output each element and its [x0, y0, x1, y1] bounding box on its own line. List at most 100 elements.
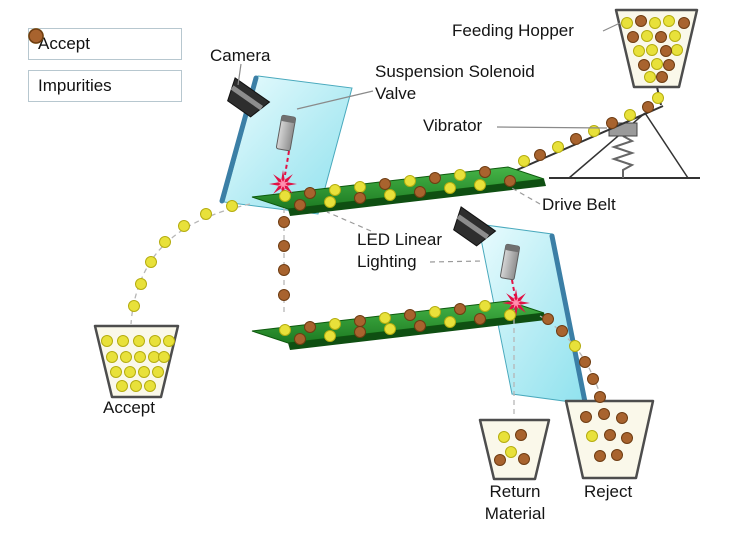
led-linear-lighting-label: LED Linear Lighting — [357, 230, 443, 272]
ball-impurity — [655, 31, 667, 43]
ball-accept — [588, 125, 600, 137]
ball-accept — [130, 380, 142, 392]
ball-impurity — [542, 313, 554, 325]
ball-accept — [498, 431, 510, 443]
ball-impurity — [474, 313, 486, 325]
feeding-hopper-pointer-line — [602, 22, 621, 32]
ball-impurity — [379, 178, 391, 190]
ball-accept — [149, 335, 161, 347]
ball-accept — [663, 15, 675, 27]
ball-accept — [138, 366, 150, 378]
ball-accept — [200, 208, 212, 220]
ball-accept — [649, 17, 661, 29]
ball-accept — [504, 309, 516, 321]
ball-impurity — [518, 453, 530, 465]
ball-accept — [444, 182, 456, 194]
ball-impurity — [278, 240, 290, 252]
ball-impurity — [354, 326, 366, 338]
legend-accept-label: Accept — [38, 34, 90, 53]
ball-accept — [120, 351, 132, 363]
led-panel-lower-edge — [549, 233, 588, 405]
ball-accept — [163, 335, 175, 347]
return-material-label: Return Material — [484, 482, 546, 524]
ball-accept — [479, 300, 491, 312]
ball-accept — [117, 335, 129, 347]
camera-2 — [453, 206, 497, 247]
ball-impurity — [660, 45, 672, 57]
feeder-chute — [509, 105, 664, 174]
ball-impurity — [304, 321, 316, 333]
vibrator-label: Vibrator — [423, 116, 483, 135]
ball-accept — [116, 380, 128, 392]
legend-item-impurities: Impurities — [28, 28, 182, 102]
ball-accept — [144, 380, 156, 392]
legend-item-accept: Accept — [28, 28, 182, 60]
ball-accept — [518, 155, 530, 167]
ball-impurity — [611, 449, 623, 461]
ball-impurity — [479, 166, 491, 178]
ball-impurity — [534, 149, 546, 161]
ball-accept — [624, 109, 636, 121]
ball-impurity — [294, 333, 306, 345]
ball-impurity — [494, 454, 506, 466]
ball-accept — [586, 430, 598, 442]
ball-impurity — [354, 315, 366, 327]
ball-impurity — [678, 17, 690, 29]
ball-accept — [279, 324, 291, 336]
ball-impurity — [594, 450, 606, 462]
ball-accept — [124, 366, 136, 378]
ball-accept — [379, 312, 391, 324]
ball-impurity — [604, 429, 616, 441]
ball-accept — [133, 335, 145, 347]
ball-impurity — [616, 412, 628, 424]
ball-accept — [152, 366, 164, 378]
ball-accept — [128, 300, 140, 312]
legend-impurities-label: Impurities — [38, 76, 112, 95]
air-jet-line-2 — [511, 279, 516, 297]
drive-belt-label: Drive Belt — [542, 195, 616, 214]
ball-impurity — [627, 31, 639, 43]
ball-impurity — [404, 309, 416, 321]
ball-impurity — [570, 133, 582, 145]
ball-impurity — [580, 411, 592, 423]
ball-impurity — [606, 117, 618, 129]
ball-impurity — [278, 289, 290, 301]
ball-accept — [444, 316, 456, 328]
impurity-dot-icon — [28, 28, 44, 44]
ball-accept — [135, 278, 147, 290]
drive-belt-pointer-line — [509, 186, 541, 205]
ball-accept — [652, 92, 664, 104]
ball-accept — [101, 335, 113, 347]
ball-impurity — [598, 408, 610, 420]
ball-impurity — [635, 15, 647, 27]
led-pointer-line-upper — [326, 211, 372, 232]
ball-impurity — [278, 264, 290, 276]
ball-accept — [158, 351, 170, 363]
ball-accept — [644, 71, 656, 83]
ball-accept — [633, 45, 645, 57]
ball-impurity — [414, 186, 426, 198]
ball-impurity — [594, 391, 606, 403]
ball-impurity — [556, 325, 568, 337]
ball-accept — [159, 236, 171, 248]
ball-accept — [651, 58, 663, 70]
ejection-burst-1 — [269, 170, 297, 198]
ball-accept — [354, 181, 366, 193]
accept-bin-label: Accept — [103, 398, 155, 417]
camera-label: Camera — [210, 46, 271, 65]
ball-impurity — [587, 373, 599, 385]
legend: Accept Impurities — [28, 28, 182, 102]
ball-accept — [646, 44, 658, 56]
ball-accept — [474, 179, 486, 191]
ball-accept — [404, 175, 416, 187]
accept-trajectory — [130, 203, 251, 325]
ball-impurity — [642, 101, 654, 113]
solenoid-valve-1 — [275, 114, 297, 152]
ball-impurity — [504, 175, 516, 187]
ball-accept — [429, 306, 441, 318]
ball-impurity — [414, 320, 426, 332]
ball-accept — [641, 30, 653, 42]
ball-accept — [324, 196, 336, 208]
